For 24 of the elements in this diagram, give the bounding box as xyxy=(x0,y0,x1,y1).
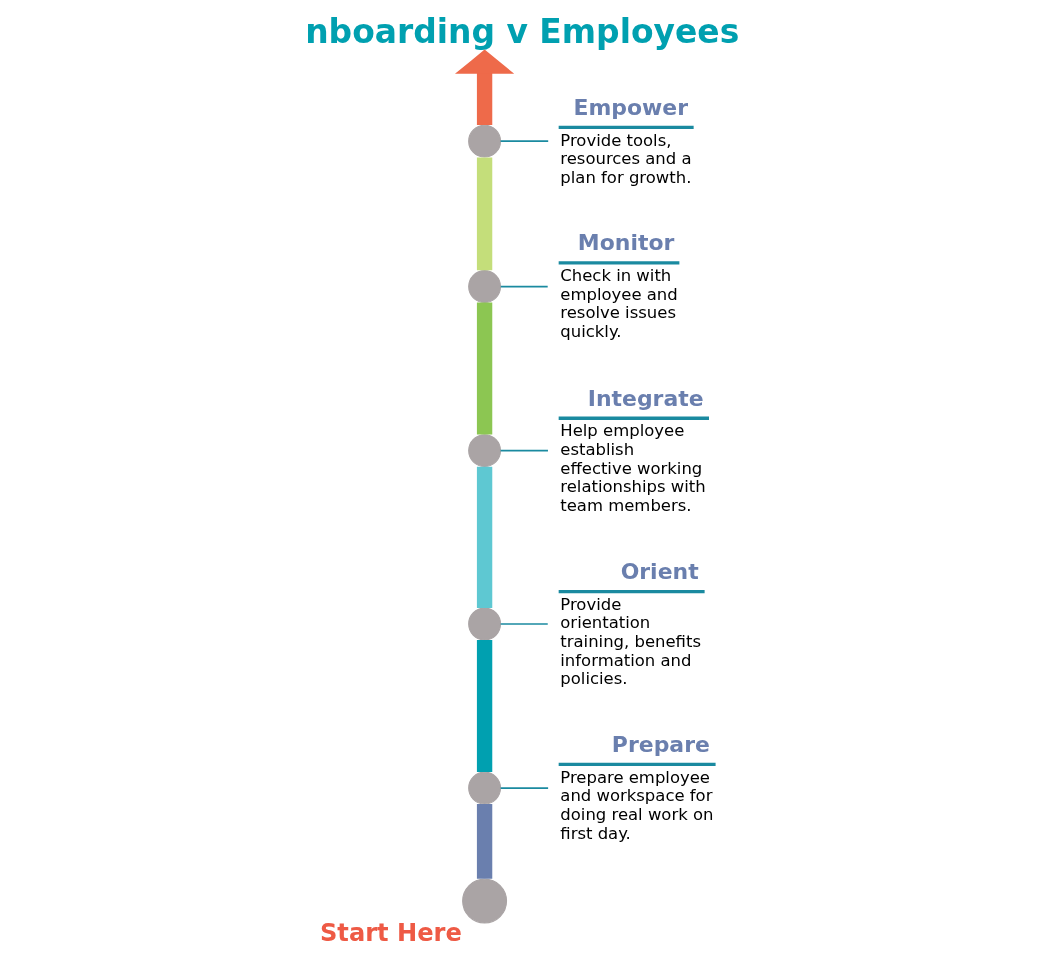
connector xyxy=(476,803,493,879)
diagram-title: nboarding v Employees xyxy=(305,11,740,51)
node-circle xyxy=(468,124,502,158)
connector xyxy=(499,449,549,451)
node-circle xyxy=(468,433,502,467)
node-circle xyxy=(468,269,502,303)
connector xyxy=(499,786,549,789)
node-text: Monitor Check in with employee and resolve issues quickly. xyxy=(560,229,678,341)
connector xyxy=(476,302,493,435)
node-text: Integrate Help employee establish effective working relationships with team members. xyxy=(560,385,706,515)
node-text: Orient Provide orientation training, benefits information and policies. xyxy=(560,558,702,688)
connector xyxy=(499,139,550,142)
connector xyxy=(476,466,493,608)
node-circle xyxy=(462,878,508,924)
connector xyxy=(499,622,549,625)
node-circle xyxy=(468,607,502,640)
node-label: Start Here xyxy=(319,918,462,947)
node-circle xyxy=(468,771,502,805)
node-text: Prepare Prepare employee and workspace for doing real work on first day. xyxy=(560,731,714,843)
connector xyxy=(499,285,549,287)
connector xyxy=(476,639,493,772)
arrow xyxy=(455,49,515,125)
node-text: Empower Provide tools, resources and a plan for growth. xyxy=(560,94,692,187)
connector xyxy=(476,156,493,270)
